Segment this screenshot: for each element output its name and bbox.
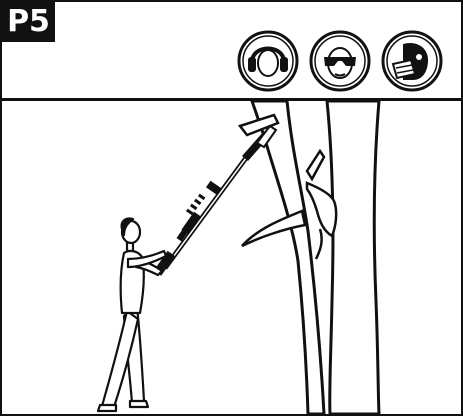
left-tree-trunk [252,101,324,414]
pole-saw [154,126,276,276]
eye-protection-icon [309,30,371,92]
ear-protection-icon [237,30,299,92]
right-tree-trunk [327,101,379,414]
step-label: P5 [2,2,55,42]
pole-saw-pruning-illustration [2,101,461,414]
panel-header: P5 [2,2,461,101]
face-mask-icon [381,30,443,92]
operator-figure [98,218,166,411]
